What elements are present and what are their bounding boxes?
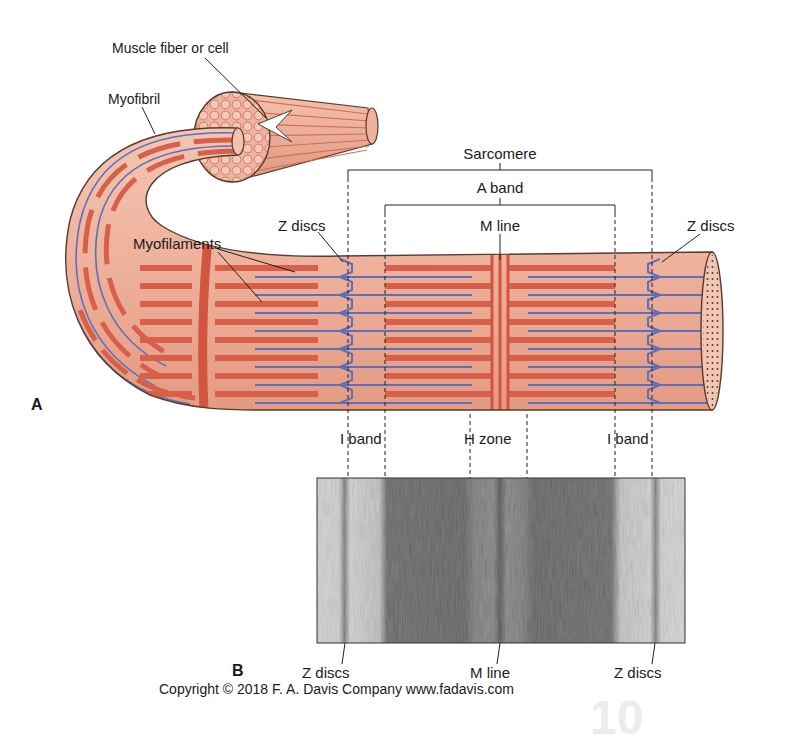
- part-label: Z discs: [687, 217, 735, 234]
- page-number-watermark: 10: [590, 690, 643, 744]
- copyright-note: Copyright © 2018 F. A. Davis Company www…: [159, 681, 514, 697]
- m-line: [507, 250, 510, 412]
- part-label: Z discs: [614, 664, 662, 681]
- m-line: [499, 250, 502, 412]
- part-label: A band: [477, 179, 524, 196]
- part-label: Z discs: [302, 664, 350, 681]
- filament-dots: [703, 255, 721, 407]
- part-label: M line: [480, 217, 520, 234]
- fiber-end: [366, 108, 378, 144]
- part-label: H zone: [464, 430, 512, 447]
- m-line: [491, 250, 494, 412]
- part-label: I band: [607, 430, 649, 447]
- electron-micrograph: [317, 478, 685, 643]
- part-label: Myofibril: [108, 91, 160, 107]
- part-label: Z discs: [278, 217, 326, 234]
- myofilament-pattern: [70, 133, 712, 412]
- part-label: Sarcomere: [463, 145, 536, 162]
- sarcomere-bracket: [348, 163, 652, 178]
- guide-lines: [348, 178, 652, 478]
- part-label: I band: [340, 430, 382, 447]
- a-band-bracket: [385, 198, 615, 213]
- myofibril: [66, 128, 723, 412]
- myofibril-end: [701, 252, 723, 410]
- part-label: Myofilaments: [133, 235, 221, 252]
- part-label: Muscle fiber or cell: [112, 40, 229, 56]
- brackets: [348, 163, 652, 213]
- leader-lines: [142, 58, 700, 664]
- previous-m-line: [203, 240, 208, 412]
- panel-letter: B: [232, 662, 244, 680]
- part-label: M line: [470, 664, 510, 681]
- panel-letter: A: [31, 396, 43, 414]
- myofibril-end: [232, 128, 244, 155]
